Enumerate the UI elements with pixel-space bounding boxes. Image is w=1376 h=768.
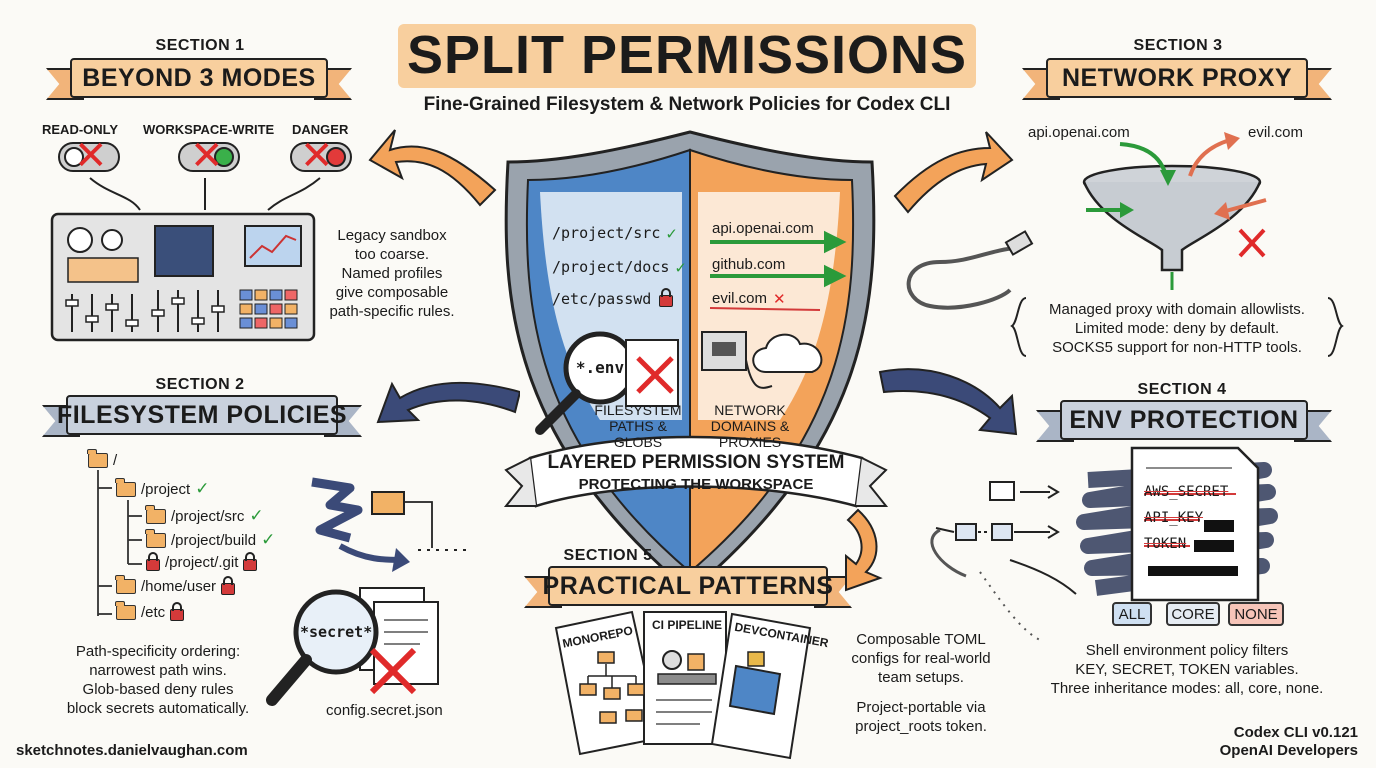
folder-icon <box>145 528 166 548</box>
check-icon: ✓ <box>195 479 210 498</box>
section3-note: Managed proxy with domain allowlists.Lim… <box>1049 301 1305 356</box>
allowed-domain-label: api.openai.com <box>1028 124 1130 141</box>
folder-icon <box>115 601 136 620</box>
blocked-domain-label: evil.com <box>1248 124 1304 141</box>
arrow-to-section2 <box>376 381 520 424</box>
config-file-name: config.secret.json <box>326 702 443 719</box>
danger-toggle <box>290 142 352 172</box>
section1-banner: BEYOND 3 MODES <box>70 58 328 98</box>
section4-label: SECTION 4 <box>1137 381 1227 398</box>
tree-project-build: /project/build✓ <box>145 528 276 550</box>
folder-icon <box>115 575 136 594</box>
section3-label: SECTION 3 <box>1133 37 1223 54</box>
page-title: SPLIT PERMISSIONS <box>406 25 968 85</box>
card-ci-pipeline-label: CI PIPELINE <box>652 618 723 632</box>
shield-path-passwd: /etc/passwd <box>552 288 674 308</box>
env-var-aws-secret: AWS_SECRET <box>1144 484 1229 500</box>
lock-icon <box>243 552 258 571</box>
tree-root: / <box>87 449 117 469</box>
arrow-to-section4 <box>878 368 1018 436</box>
section4-sketch <box>878 368 1278 641</box>
workspace-write-x-icon: ✕ <box>190 134 224 178</box>
section1-label: SECTION 1 <box>155 37 245 54</box>
folder-icon <box>115 477 136 497</box>
magnifier-icon <box>293 589 379 675</box>
section4-banner: ENV PROTECTION <box>1060 400 1308 440</box>
tree-etc: /etc <box>115 601 185 621</box>
folder-icon <box>145 504 166 524</box>
funnel-icon <box>1082 181 1262 272</box>
section2-sketch <box>266 381 520 706</box>
section2-label: SECTION 2 <box>155 376 245 393</box>
shield-domain-github: github.com <box>712 256 786 273</box>
section5-label: SECTION 5 <box>563 547 653 564</box>
danger-x-icon: ✕ <box>300 134 334 178</box>
read-only-x-icon: ✕ <box>74 134 108 178</box>
check-icon: ✓ <box>249 506 264 525</box>
read-only-toggle <box>58 142 120 172</box>
lock-icon <box>659 288 674 307</box>
section3-banner: NETWORK PROXY <box>1046 58 1308 98</box>
footer-site-link[interactable]: sketchnotes.danielvaughan.com <box>16 742 248 759</box>
shield-domain-openai: api.openai.com <box>712 220 814 237</box>
check-icon: ✓ <box>261 530 276 549</box>
ribbon-line2: PROTECTING THE WORKSPACE <box>578 476 814 493</box>
section2-banner: FILESYSTEM POLICIES <box>57 395 347 435</box>
tree-project-src: /project/src✓ <box>145 504 264 526</box>
folder-icon <box>87 449 108 468</box>
mode-all-pill: ALL <box>1112 602 1152 626</box>
shield-path-src: /project/src✓ <box>552 224 677 244</box>
mode-danger-label: DANGER <box>292 122 349 137</box>
tree-home-user: /home/user <box>115 575 236 595</box>
section1-sketch <box>50 129 497 342</box>
lock-icon <box>221 576 236 595</box>
ribbon-line1: LAYERED PERMISSION SYSTEM <box>547 452 845 473</box>
section3-sketch <box>893 131 1344 357</box>
check-icon: ✓ <box>675 258 686 278</box>
mode-workspace-write-label: WORKSPACE-WRITE <box>143 122 275 137</box>
section2-note: Path-specificity ordering:narrowest path… <box>66 643 250 717</box>
search-term: *secret* <box>300 623 373 641</box>
title-banner <box>398 24 976 88</box>
lock-icon <box>146 552 160 571</box>
folder-tree-lines <box>97 470 142 616</box>
page-subtitle: Fine-Grained Filesystem & Network Polici… <box>423 94 951 115</box>
tree-project-git: /project/.git <box>146 552 258 571</box>
mode-none-pill: NONE <box>1228 602 1284 626</box>
section5-banner: PRACTICAL PATTERNS <box>543 566 833 606</box>
shield-domain-evil: evil.com✕ <box>712 290 786 308</box>
env-var-api-key: API_KEY <box>1144 510 1204 526</box>
tree-project: /project✓ <box>115 477 210 499</box>
shield-path-docs: /project/docs✓ <box>552 258 686 278</box>
check-icon: ✓ <box>666 224 677 244</box>
arrow-to-section5 <box>845 508 883 592</box>
mode-core-pill: CORE <box>1166 602 1220 626</box>
lock-icon <box>170 602 185 621</box>
workspace-write-toggle <box>178 142 240 172</box>
blocked-x-icon: ✕ <box>773 291 786 308</box>
arrow-to-section3 <box>893 131 1014 214</box>
arrow-to-section1 <box>368 129 497 207</box>
env-var-token: TOKEN <box>1144 536 1187 552</box>
mode-read-only-label: READ-ONLY <box>42 122 119 137</box>
shield-magnifier-text: *.env <box>575 358 625 377</box>
